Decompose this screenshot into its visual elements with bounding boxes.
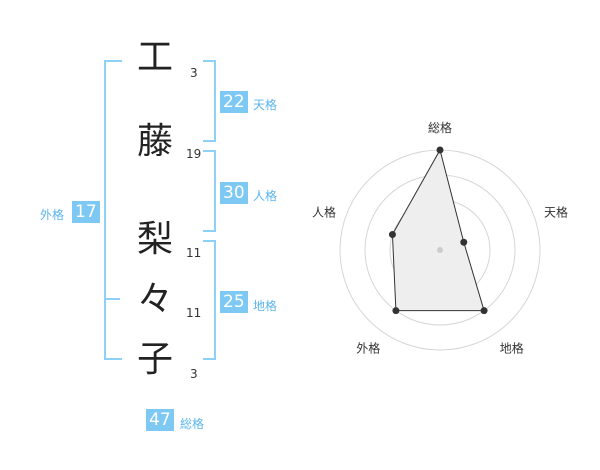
radar-ring-4 xyxy=(339,149,541,351)
jinkaku-label: 人格 xyxy=(253,189,278,203)
radar-center-dot xyxy=(437,247,443,253)
name-char-2: 藤 xyxy=(136,121,173,162)
radar-point-5 xyxy=(388,231,396,239)
jinkaku-value: 30 xyxy=(220,182,248,204)
gaikaku-bracket xyxy=(104,60,122,360)
radar-area xyxy=(391,148,485,312)
radar-ring-2 xyxy=(389,199,491,301)
gaikaku-bracket-mid xyxy=(104,298,120,300)
stroke-count-1: 3 xyxy=(190,66,198,80)
tenkaku-value: 22 xyxy=(220,91,248,113)
radar-axis-label-1: 総格 xyxy=(428,120,452,135)
name-char-5: 子 xyxy=(136,339,173,380)
tenkaku-bracket xyxy=(203,60,216,142)
name-char-1: 工 xyxy=(136,37,173,78)
radar-ring-3 xyxy=(364,174,516,326)
soukaku-label: 総格 xyxy=(180,417,205,431)
radar-point-4 xyxy=(392,307,400,315)
name-char-4: 々 xyxy=(136,279,173,320)
tenkaku-label: 天格 xyxy=(253,98,278,112)
radar-point-2 xyxy=(460,238,468,246)
chikaku-bracket xyxy=(203,240,216,360)
name-char-3: 梨 xyxy=(136,219,173,260)
stroke-count-3: 11 xyxy=(186,246,202,260)
radar-axis-label-2: 天格 xyxy=(544,204,568,219)
radar-axis-label-3: 地格 xyxy=(500,341,524,356)
chikaku-label: 地格 xyxy=(253,299,278,313)
soukaku-value: 47 xyxy=(146,409,174,431)
radar-axis-label-5: 人格 xyxy=(312,204,336,219)
jinkaku-bracket xyxy=(203,150,216,232)
gaikaku-label: 外格 xyxy=(40,208,65,222)
gaikaku-value: 17 xyxy=(72,201,100,223)
radar-point-1 xyxy=(436,146,444,154)
stroke-count-5: 3 xyxy=(190,367,198,381)
chikaku-value: 25 xyxy=(220,291,248,313)
radar-ring-1 xyxy=(414,224,466,276)
radar-axis-label-4: 外格 xyxy=(356,341,380,356)
radar-point-3 xyxy=(480,307,488,315)
stroke-count-2: 19 xyxy=(186,147,202,161)
stroke-count-4: 11 xyxy=(186,306,202,320)
